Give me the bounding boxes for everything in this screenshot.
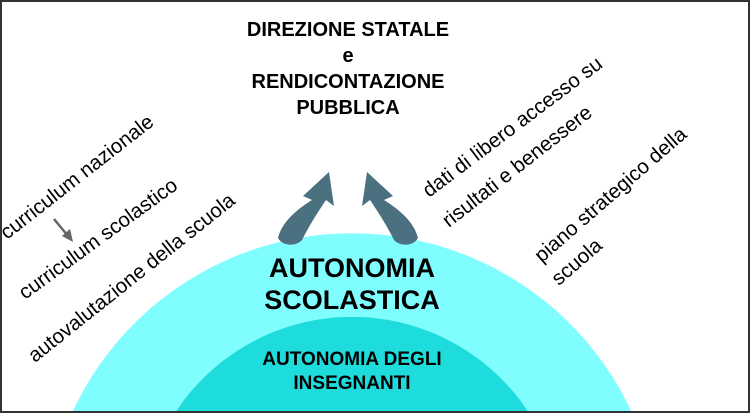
left-up-arrow-icon: [278, 172, 334, 245]
title-block: DIREZIONE STATALE e RENDICONTAZIONE PUBB…: [198, 17, 498, 121]
teacher-autonomy-line: AUTONOMIA DEGLI: [262, 349, 442, 370]
small-arrowhead-icon: [62, 229, 73, 242]
inner-semicircle-teacher-autonomy: [175, 316, 529, 413]
teacher-autonomy-label: AUTONOMIA DEGLI INSEGNANTI: [202, 348, 502, 396]
right-up-arrow-icon: [362, 172, 418, 245]
school-autonomy-line: AUTONOMIA: [269, 253, 435, 283]
school-autonomy-label: AUTONOMIA SCOLASTICA: [202, 252, 502, 316]
title-line: DIREZIONE STATALE: [246, 19, 450, 41]
title-line: RENDICONTAZIONE: [251, 71, 445, 93]
school-autonomy-line: SCOLASTICA: [264, 285, 440, 315]
title-line: e: [342, 45, 354, 67]
title-line: PUBBLICA: [296, 97, 400, 119]
teacher-autonomy-line: INSEGNANTI: [293, 373, 411, 394]
